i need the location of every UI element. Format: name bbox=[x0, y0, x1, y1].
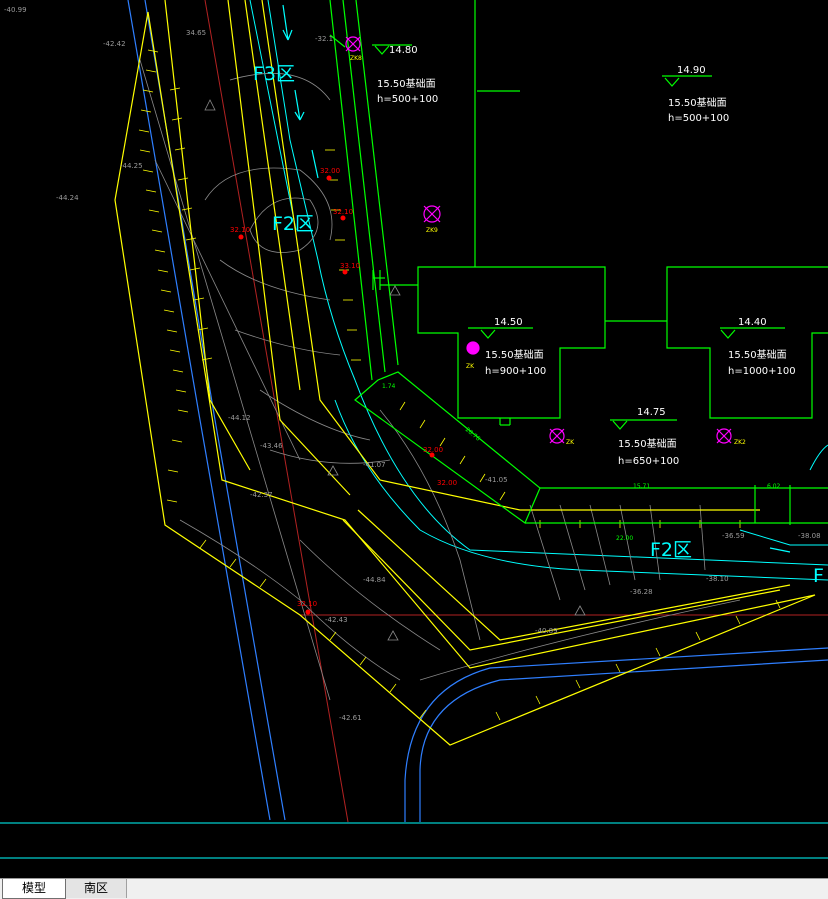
grey-label: -36.59 bbox=[722, 532, 745, 540]
grey-label: -42.42 bbox=[103, 40, 126, 48]
building-depth: h=500+100 bbox=[377, 94, 438, 105]
tab-south-area[interactable]: 南区 bbox=[66, 879, 127, 898]
red-label: 32.10 bbox=[333, 208, 353, 216]
tab-model[interactable]: 模型 bbox=[2, 879, 66, 899]
cyan-flow-arrows bbox=[282, 4, 791, 553]
grey-label: -42.43 bbox=[325, 616, 348, 624]
layout-tab-bar: 模型 南区 bbox=[0, 878, 828, 899]
green-label: 22.00 bbox=[616, 535, 633, 542]
red-elevation-labels: 32.10 32.10 32.00 33.10 32.00 32.10 32.0… bbox=[230, 167, 457, 608]
grey-label: -44.24 bbox=[56, 194, 79, 202]
grey-label: -38.08 bbox=[798, 532, 821, 540]
building-elevation: 14.40 bbox=[738, 317, 767, 328]
red-survey-points bbox=[238, 175, 435, 615]
red-label: 32.00 bbox=[423, 446, 443, 454]
building-depth: h=1000+100 bbox=[728, 366, 796, 377]
grey-label: -38.10 bbox=[706, 575, 729, 583]
grey-label: -44.25 bbox=[120, 162, 143, 170]
building-level: 15.50基础面 bbox=[618, 437, 677, 450]
yellow-slope-ticks bbox=[138, 49, 781, 721]
grey-label: -41.05 bbox=[485, 476, 508, 484]
red-label: 32.00 bbox=[320, 167, 340, 175]
grey-label: -36.28 bbox=[630, 588, 653, 596]
building-annotations: 14.80 15.50基础面 h=500+100 14.90 15.50基础面 … bbox=[377, 45, 796, 467]
grey-elevation-labels: -40.99 -42.42 34.65 -44.25 -44.24 -44.12… bbox=[4, 6, 821, 722]
red-label: 32.00 bbox=[437, 479, 457, 487]
grey-label: -40.99 bbox=[4, 6, 27, 14]
building-level: 15.50基础面 bbox=[728, 348, 787, 361]
building-level: 15.50基础面 bbox=[485, 348, 544, 361]
grey-label: -41.07 bbox=[363, 461, 386, 469]
zone-labels: F3区 F2区 F2区 F bbox=[253, 63, 824, 587]
grey-label: -42.61 bbox=[339, 714, 362, 722]
grey-label: -44.84 bbox=[363, 576, 386, 584]
cyan-road-lines bbox=[0, 0, 828, 859]
magenta-borehole-markers bbox=[345, 36, 732, 444]
grey-label: -40.89 bbox=[535, 627, 558, 635]
zone-label-partial: F bbox=[813, 565, 824, 587]
grey-label: -43.46 bbox=[260, 442, 283, 450]
tree-symbols bbox=[204, 99, 586, 641]
marker-label: ZK8 bbox=[350, 55, 362, 62]
marker-label: ZK bbox=[466, 363, 475, 370]
building-depth: h=900+100 bbox=[485, 366, 546, 377]
marker-label: ZK bbox=[566, 439, 575, 446]
building-elevation: 14.50 bbox=[494, 317, 523, 328]
green-label: 6.02 bbox=[767, 483, 781, 490]
red-label: 32.10 bbox=[230, 226, 250, 234]
building-depth: h=650+100 bbox=[618, 456, 679, 467]
grey-label: -42.37 bbox=[250, 491, 273, 499]
zone-label-f2-upper: F2区 bbox=[272, 213, 314, 235]
yellow-excavation-outline bbox=[114, 0, 816, 746]
building-level: 15.50基础面 bbox=[377, 77, 436, 90]
building-elevation: 14.90 bbox=[677, 65, 706, 76]
green-label: 15.71 bbox=[633, 483, 650, 490]
grey-label: 34.65 bbox=[186, 29, 206, 37]
zone-label-f2-lower: F2区 bbox=[650, 539, 692, 561]
grey-label: -32.1 bbox=[315, 35, 333, 43]
building-level: 15.50基础面 bbox=[668, 96, 727, 109]
red-label: 32.10 bbox=[297, 600, 317, 608]
green-label: 1.74 bbox=[382, 383, 396, 390]
grey-label: -44.12 bbox=[228, 414, 251, 422]
zone-label-f3: F3区 bbox=[253, 63, 295, 85]
building-elevation: 14.75 bbox=[637, 407, 666, 418]
marker-label: ZK9 bbox=[426, 227, 438, 234]
marker-label: ZK2 bbox=[734, 439, 746, 446]
building-depth: h=500+100 bbox=[668, 113, 729, 124]
green-building-outlines bbox=[329, 0, 828, 525]
red-label: 33.10 bbox=[340, 262, 360, 270]
cad-drawing-canvas[interactable]: ZK8 ZK9 ZK ZK ZK2 32.10 32.10 32.00 33.1… bbox=[0, 0, 828, 878]
building-elevation: 14.80 bbox=[389, 45, 418, 56]
borehole-marker-labels: ZK8 ZK9 ZK ZK ZK2 bbox=[350, 55, 746, 446]
